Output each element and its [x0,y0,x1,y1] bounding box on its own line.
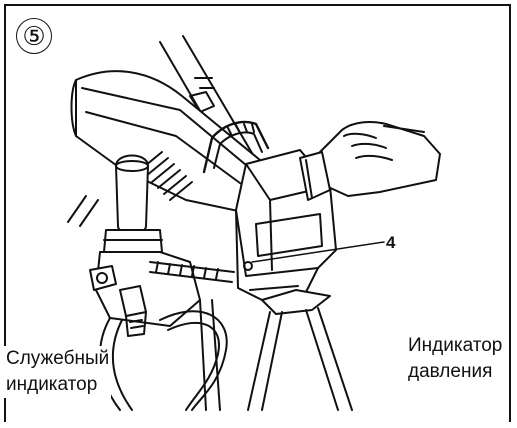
figure-frame [4,4,511,422]
gloved-hand [299,121,441,201]
pressure-indicator-label-line1: Индикатор [408,335,503,356]
service-indicator-label: Служебный индикатор [4,346,112,398]
callout-number: 4 [386,233,396,252]
pressure-indicator-label-line2: давления [408,361,493,382]
step-number-badge: ⑤ [16,18,52,54]
carry-handle [202,120,270,174]
pump-body [89,251,235,337]
callout-leader-line [251,241,385,263]
stand-legs [199,289,353,411]
service-indicator-label-line2: индикатор [6,374,98,395]
service-indicator-label-line1: Служебный [6,348,110,369]
pressure-indicator-label: Индикатор давления [406,333,505,385]
